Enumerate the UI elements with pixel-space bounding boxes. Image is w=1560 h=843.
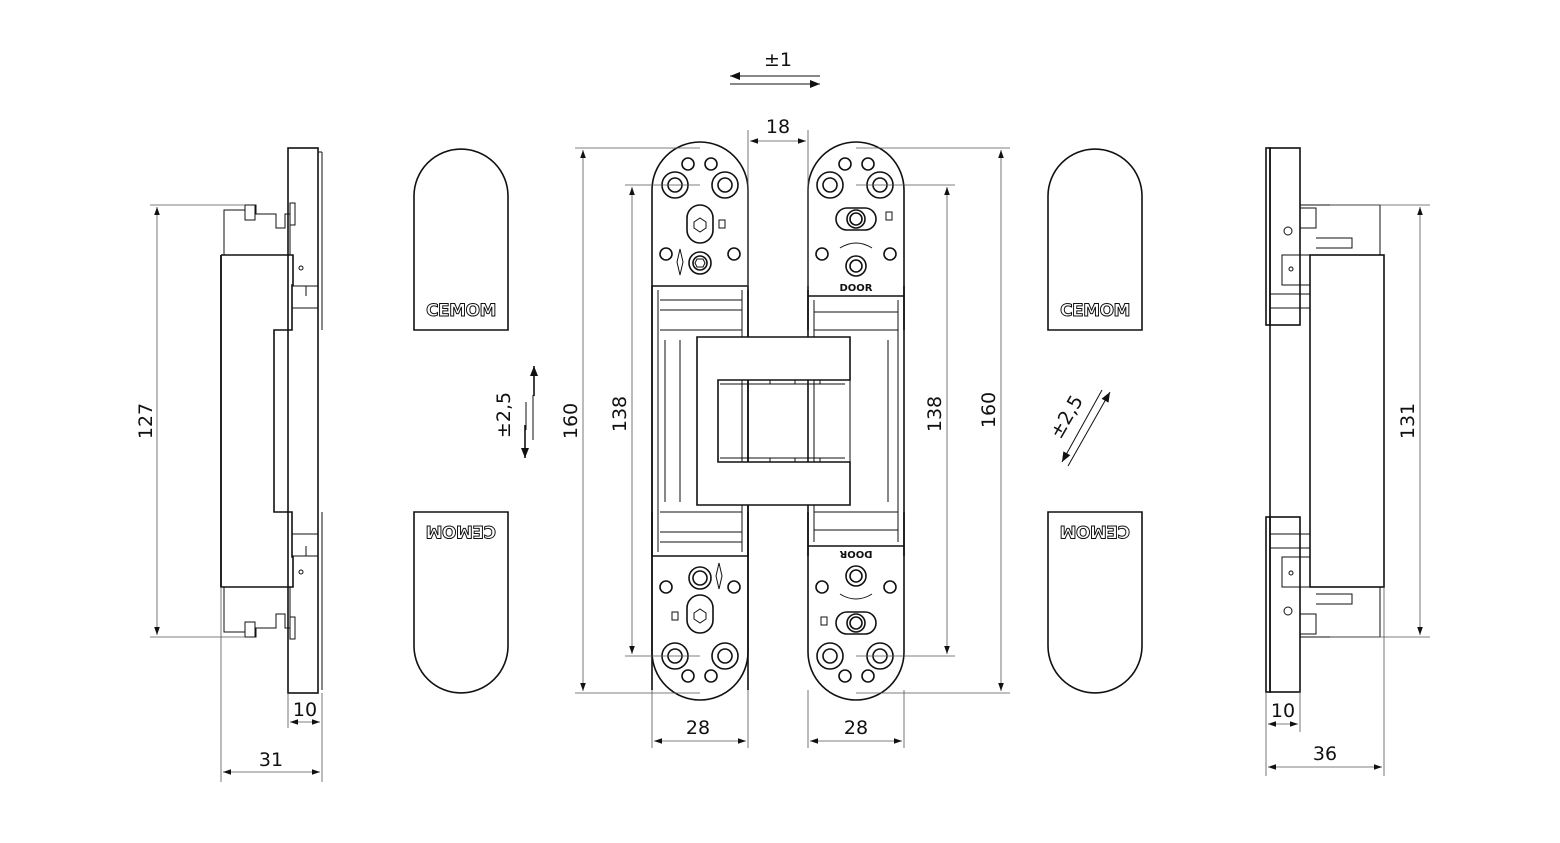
cover-cap-bottom-right: CEMOM bbox=[1047, 511, 1143, 694]
depth-adjust-indicator: ±2,5 bbox=[1046, 389, 1111, 467]
cover-cap-top-left: CEMOM bbox=[413, 148, 509, 331]
left-side-view bbox=[220, 147, 323, 694]
brand-logo: CEMOM bbox=[426, 301, 496, 321]
dim-vertical-adjust: ±2,5 bbox=[493, 392, 515, 438]
brand-logo-right: CEMOM bbox=[1060, 301, 1130, 321]
dim-right-depth-total: 36 bbox=[1313, 743, 1337, 765]
dim-gap: 18 bbox=[766, 116, 790, 138]
vertical-adjust-indicator: ±2,5 bbox=[493, 366, 538, 458]
dim-depth-adjust: ±2,5 bbox=[1046, 392, 1088, 443]
right-leaf-bottom-holes: DOOR bbox=[815, 548, 897, 683]
cover-cap-top-right: CEMOM bbox=[1047, 148, 1143, 331]
front-view-hinge: DOOR DOOR bbox=[651, 141, 905, 701]
right-leaf-top-holes: DOOR bbox=[815, 157, 897, 294]
dim-leaf-width-right: 28 bbox=[844, 717, 868, 739]
brand-logo-inverted: CEMOM bbox=[426, 521, 496, 541]
right-side-view bbox=[1265, 147, 1385, 693]
dim-total-height-left: 160 bbox=[560, 403, 582, 439]
dim-left-depth-total: 31 bbox=[259, 749, 283, 771]
dim-total-height-right: 160 bbox=[978, 392, 1000, 428]
left-leaf-bottom-holes bbox=[659, 562, 741, 683]
front-view-dimensions: ±1 18 160 138 138 160 28 28 bbox=[560, 49, 1010, 748]
cover-cap-bottom-left: CEMOM bbox=[413, 511, 509, 694]
left-leaf-top-holes bbox=[659, 157, 741, 276]
dim-left-depth-small: 10 bbox=[293, 699, 317, 721]
dim-right-depth-small: 10 bbox=[1271, 700, 1295, 722]
dim-hole-spacing-right: 138 bbox=[924, 396, 946, 432]
left-side-dimensions: 127 10 31 bbox=[135, 204, 323, 782]
right-side-dimensions: 131 10 36 bbox=[1265, 204, 1430, 776]
brand-logo-right-inverted: CEMOM bbox=[1060, 521, 1130, 541]
dim-leaf-width-left: 28 bbox=[686, 717, 710, 739]
door-label-bottom: DOOR bbox=[839, 548, 872, 559]
dim-hole-spacing-left: 138 bbox=[609, 396, 631, 432]
dim-right-side-height: 131 bbox=[1397, 403, 1419, 439]
dim-left-side-height: 127 bbox=[135, 403, 157, 439]
dim-lateral-adjust: ±1 bbox=[764, 49, 792, 71]
door-label-top: DOOR bbox=[839, 283, 872, 294]
